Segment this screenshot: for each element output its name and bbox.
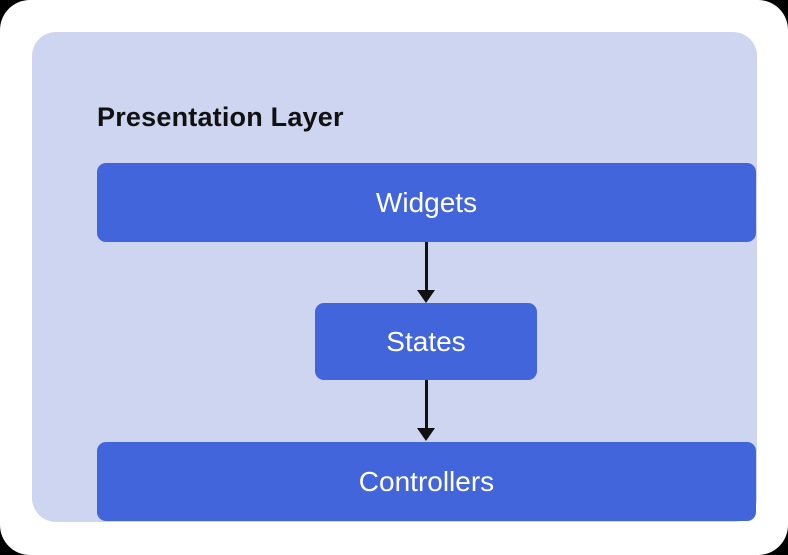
edge-states-to-controllers bbox=[417, 380, 435, 441]
node-controllers: Controllers bbox=[97, 442, 756, 521]
node-controllers-label: Controllers bbox=[358, 465, 495, 497]
arrow-shaft bbox=[424, 380, 428, 428]
arrow-down-icon bbox=[417, 428, 435, 441]
node-states-label: States bbox=[386, 325, 466, 357]
panel-title: Presentation Layer bbox=[97, 102, 344, 132]
arrow-down-icon bbox=[417, 290, 435, 303]
node-widgets-label: Widgets bbox=[375, 186, 478, 218]
presentation-layer-panel: Presentation Layer Widgets States Contro… bbox=[32, 32, 757, 522]
arrow-shaft bbox=[424, 242, 428, 290]
node-widgets: Widgets bbox=[97, 163, 756, 242]
node-states: States bbox=[315, 303, 537, 380]
edge-widgets-to-states bbox=[417, 242, 435, 303]
